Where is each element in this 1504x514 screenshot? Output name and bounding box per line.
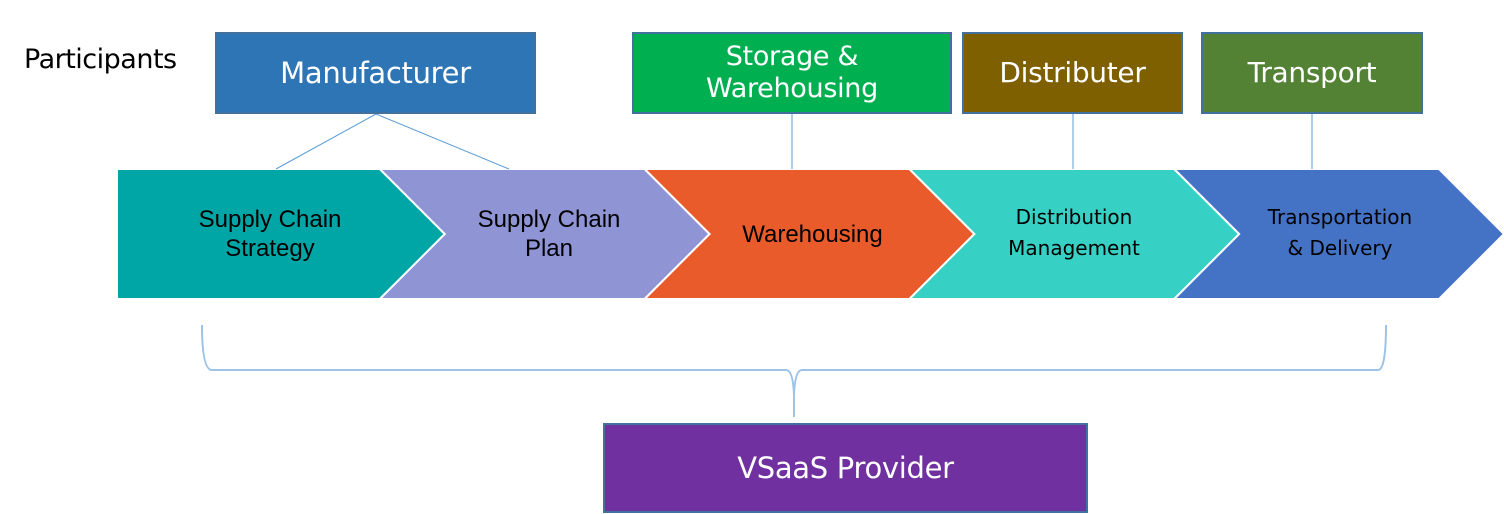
participant-label: Transport [1248,56,1377,89]
participant-storage-warehousing: Storage & Warehousing [632,32,952,114]
participant-label-line-2: Warehousing [706,73,878,105]
stage-label-line-2: & Delivery [1268,233,1412,264]
participant-manufacturer: Manufacturer [215,32,536,114]
connector-manufacturer-plan [376,114,509,169]
stage-label-line-1: Distribution [1008,202,1140,233]
participant-transport: Transport [1201,32,1423,114]
stage-label-supply-chain-strategy: Supply Chain Strategy [140,185,400,285]
stage-label-warehousing: Warehousing [685,185,940,285]
connector-manufacturer-strategy [276,114,376,169]
stage-label-line-1: Transportation [1268,202,1412,233]
stage-label-line-2: Plan [478,235,621,264]
stage-label-line-2: Strategy [199,235,342,264]
stage-label-line-2: Management [1008,233,1140,264]
participant-label: Distributer [999,56,1145,89]
stage-label-distribution-management: Distribution Management [945,183,1203,283]
participant-distributer: Distributer [962,32,1183,114]
stage-label-line-1: Warehousing [742,221,883,250]
stage-label-transportation-delivery: Transportation & Delivery [1210,183,1470,283]
participant-label: Manufacturer [280,56,471,90]
stage-label-supply-chain-plan: Supply Chain Plan [420,185,678,285]
curly-brace [202,325,1386,417]
participant-label-line-1: Storage & [706,41,878,73]
vsaas-provider-box: VSaaS Provider [603,423,1088,513]
participants-label: Participants [24,44,177,75]
stage-label-line-1: Supply Chain [478,206,621,235]
stage-label-line-1: Supply Chain [199,206,342,235]
provider-label: VSaaS Provider [737,451,954,485]
